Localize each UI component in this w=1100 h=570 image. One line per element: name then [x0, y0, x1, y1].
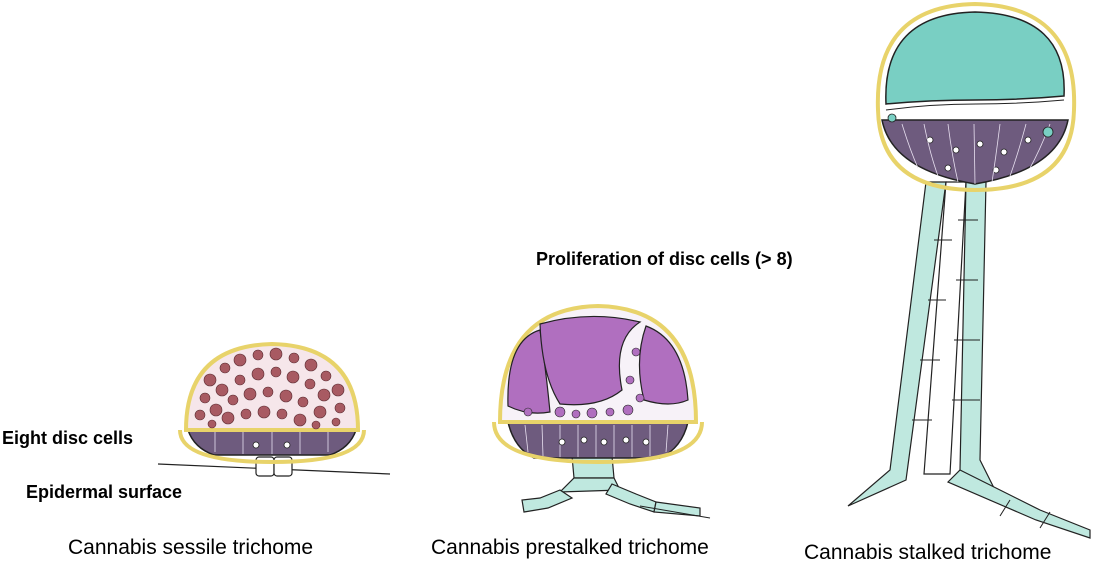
prestalked-stalk-cells — [521, 455, 701, 517]
sessile-disc-cells — [186, 429, 358, 456]
proliferation-label: Proliferation of disc cells (> 8) — [536, 249, 793, 269]
sessile-trichome — [157, 341, 391, 477]
prestalked-disc-cells — [507, 421, 689, 459]
stalked-trichome — [847, 1, 1091, 539]
stalked-stalk — [847, 181, 1091, 539]
stalked-head — [875, 1, 1077, 193]
sessile-caption: Cannabis sessile trichome — [68, 536, 314, 559]
stalked-caption: Cannabis stalked trichome — [804, 541, 1052, 564]
prestalked-caption: Cannabis prestalked trichome — [431, 536, 709, 559]
epidermal-surface-label: Epidermal surface — [26, 482, 183, 502]
stalked-resin-vesicle — [885, 11, 1065, 105]
eight-disc-cells-label: Eight disc cells — [2, 428, 134, 448]
prestalked-trichome — [492, 303, 711, 519]
sessile-vesicles — [194, 347, 346, 430]
prestalked-vesicles — [507, 315, 689, 414]
